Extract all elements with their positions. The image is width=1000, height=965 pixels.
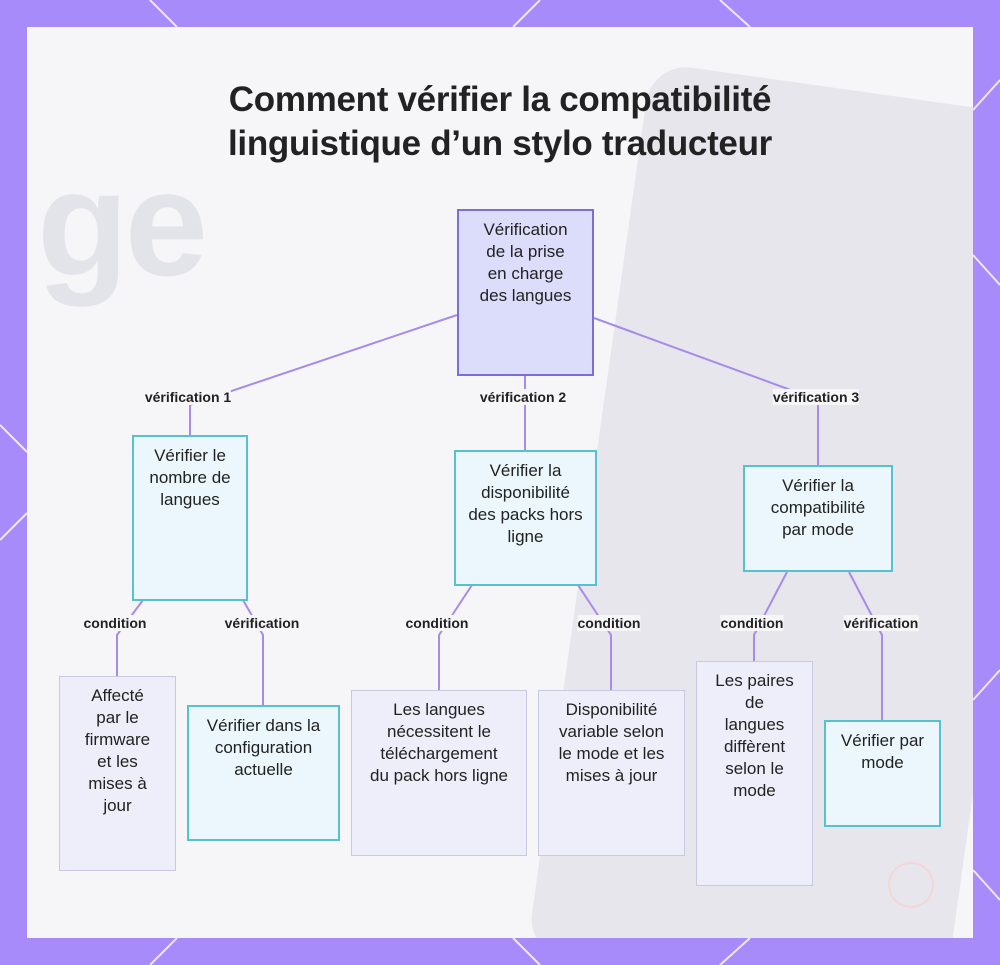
leaf-firmware: Affecté par le firmware et les mises à j… (59, 676, 176, 871)
edge-label-verification-2: vérification 2 (479, 389, 567, 405)
background-watermark: ge (37, 139, 208, 307)
edge-label-n1-verification: vérification (224, 615, 300, 631)
diagram-title: Comment vérifier la compatibilité lingui… (27, 78, 973, 166)
edge-label-n2-condition-a: condition (405, 615, 469, 631)
leaf-verifier-par-mode: Vérifier par mode (824, 720, 941, 827)
node-packs-hors-ligne: Vérifier la disponibilité des packs hors… (454, 450, 597, 586)
edge-label-n3-condition: condition (720, 615, 784, 631)
root-node: Vérification de la prise en charge des l… (457, 209, 594, 376)
edge-n1-l1b (242, 599, 264, 705)
leaf-paires-langues: Les paires de langues diffèrent selon le… (696, 661, 813, 886)
edge-label-verification-1: vérification 1 (144, 389, 232, 405)
edge-n2-l2a (438, 584, 473, 690)
title-line-2: linguistique d’un stylo traducteur (228, 124, 772, 163)
node-nombre-langues: Vérifier le nombre de langues (132, 435, 248, 601)
edge-label-n1-condition: condition (83, 615, 147, 631)
edge-n1-l1a (116, 599, 144, 676)
edge-label-n3-verification: vérification (843, 615, 919, 631)
edge-root-n1 (189, 314, 458, 435)
edge-n2-l2b (577, 584, 612, 690)
leaf-telechargement-pack: Les langues nécessitent le téléchargemen… (351, 690, 527, 856)
leaf-configuration-actuelle: Vérifier dans la configuration actuelle (187, 705, 340, 841)
edge-label-verification-3: vérification 3 (772, 389, 860, 405)
edge-n3-l3b (848, 571, 883, 720)
edge-label-n2-condition-b: condition (577, 615, 641, 631)
node-compatibilite-mode: Vérifier la compatibilité par mode (743, 465, 893, 572)
brand-logo-icon (888, 862, 934, 908)
title-line-1: Comment vérifier la compatibilité (228, 80, 772, 119)
edge-n3-l3a (753, 571, 788, 661)
leaf-disponibilite-variable: Disponibilité variable selon le mode et … (538, 690, 685, 856)
